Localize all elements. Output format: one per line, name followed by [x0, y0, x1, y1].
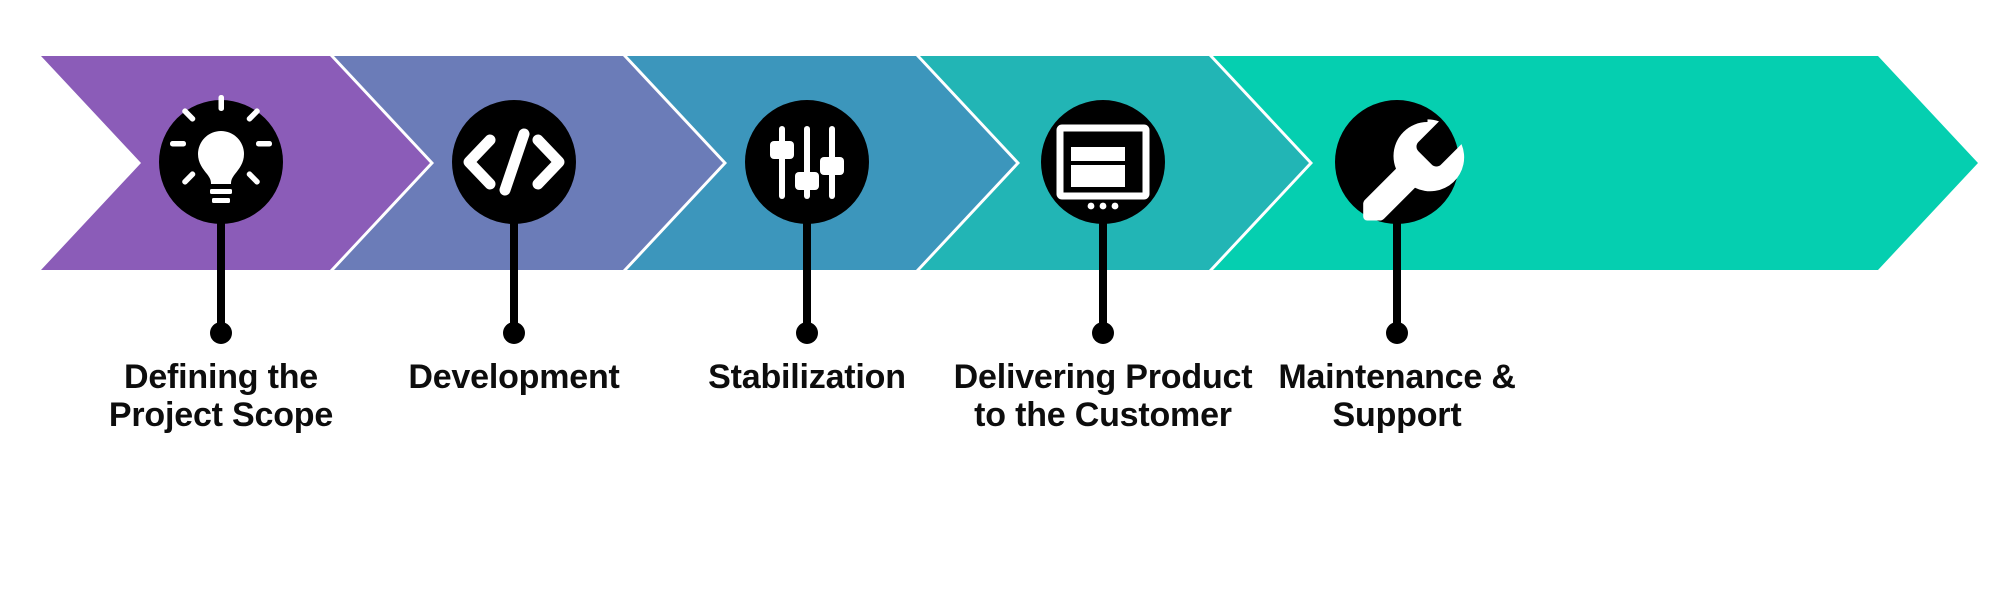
presentation-monitor-icon [1056, 124, 1150, 210]
monitor-bar-top [1071, 147, 1125, 161]
connector-step-1 [210, 210, 232, 344]
connector-dot [1386, 322, 1408, 344]
icon-badge-step-5[interactable] [1335, 100, 1465, 224]
step-label-3: Stabilization [657, 358, 957, 396]
monitor-bar-body [1071, 165, 1125, 187]
chevron-step-5[interactable] [1213, 56, 1978, 270]
step-label-2-line1: Development [408, 358, 620, 396]
connector-dot [503, 322, 525, 344]
step-label-5: Maintenance & Support [1247, 358, 1547, 435]
code-slash [499, 128, 530, 196]
connector-dot [1092, 322, 1114, 344]
connector-step-4 [1092, 210, 1114, 344]
code-icon [463, 134, 565, 190]
icon-badge-step-1[interactable] [159, 95, 283, 224]
chevron-band [41, 56, 1978, 270]
lightbulb-icon [170, 95, 272, 203]
sliders-icon [770, 126, 844, 199]
connector-dot [210, 322, 232, 344]
step-label-1: Defining the Project Scope [71, 358, 371, 435]
connector-step-5 [1386, 210, 1408, 344]
monitor-dot [1111, 202, 1119, 210]
icon-badge-step-4[interactable] [1041, 100, 1165, 224]
connector-step-3 [796, 210, 818, 344]
step-label-4: Delivering Product to the Customer [933, 358, 1273, 435]
step-label-4-line1: Delivering Product [953, 358, 1253, 396]
monitor-dot [1099, 202, 1107, 210]
icon-badge-step-3[interactable] [745, 100, 869, 224]
connector-dot [796, 322, 818, 344]
connector-group [210, 210, 1408, 344]
step-label-5-line2: Support [1332, 396, 1462, 435]
step-label-1-line2: Project Scope [108, 396, 334, 435]
step-label-4-line2: to the Customer [974, 396, 1232, 435]
step-label-1-line1: Defining the [123, 358, 319, 396]
step-label-5-line1: Maintenance & [1278, 358, 1516, 396]
step-label-3-line1: Stabilization [708, 358, 906, 396]
monitor-frame [1056, 124, 1150, 200]
step-label-2: Development [364, 358, 664, 396]
wrench-icon [1363, 119, 1465, 221]
connector-step-2 [503, 210, 525, 344]
monitor-dot [1087, 202, 1095, 210]
icon-badge-step-2[interactable] [452, 100, 576, 224]
